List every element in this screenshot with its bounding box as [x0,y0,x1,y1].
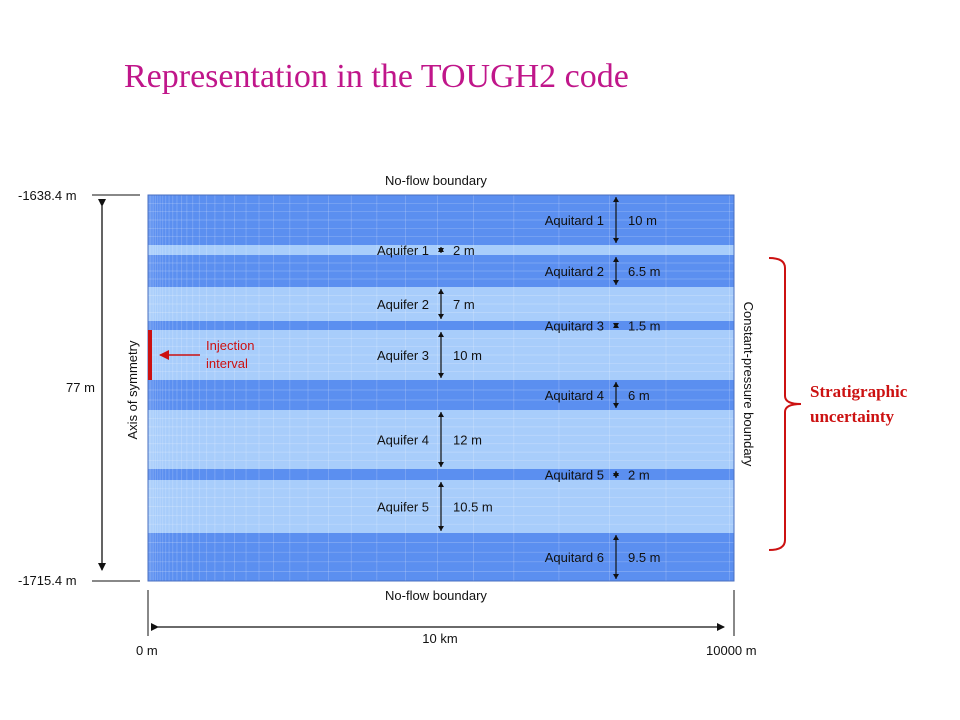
uncertainty-label-line2: uncertainty [810,407,895,426]
aquitard-2-arrowhead [613,280,619,285]
aquitard-5-arrowhead [613,473,619,478]
aquitard-3-thickness-label: 1.5 m [628,319,661,334]
injection-interval-marker [148,330,152,380]
length-label: 10 km [422,631,457,646]
thickness-label: 77 m [66,380,95,395]
uncertainty-bracket [768,257,802,551]
layer-labels: Aquitard 1 10 m Aquifer 1 2 m Aquitard 2 6.5 … [377,197,661,579]
aquitard-4-name-label: Aquitard 4 [545,388,604,403]
aquifer-3-arrowhead [438,373,444,378]
top-depth-label: -1638.4 m [18,188,77,203]
injection-label-line2: interval [206,356,248,371]
aquitard-5-band [148,469,734,480]
aquifer-3-name-label: Aquifer 3 [377,348,429,363]
aquitard-1-arrowhead [613,197,619,202]
left-boundary-label: Axis of symmetry [125,340,140,439]
aquifer-4-name-label: Aquifer 4 [377,433,429,448]
aquifer-5-thickness-label: 10.5 m [453,500,493,515]
aquitard-4-arrowhead [613,403,619,408]
aquitard-4-thickness-label: 6 m [628,388,650,403]
aquitard-6-arrowhead [613,574,619,579]
aquitard-4-arrowhead [613,382,619,387]
aquitard-5-name-label: Aquitard 5 [545,468,604,483]
aquitard-6-arrowhead [613,535,619,540]
bottom-depth-label: -1715.4 m [18,573,77,588]
aquifer-3-arrowhead [438,332,444,337]
bottom-boundary-label: No-flow boundary [385,588,487,603]
aquifer-1-arrowhead [438,248,444,253]
x-end-label: 10000 m [706,643,757,658]
aquitard-4-band [148,380,734,410]
aquitard-2-thickness-label: 6.5 m [628,264,661,279]
aquitard-3-band [148,321,734,330]
aquitard-2-band [148,255,734,287]
aquitard-3-arrowhead [613,323,619,328]
aquifer-2-arrowhead [438,289,444,294]
aquitard-6-name-label: Aquitard 6 [545,550,604,565]
aquifer-5-arrowhead [438,526,444,531]
aquitard-1-name-label: Aquitard 1 [545,213,604,228]
injection-label-line1: Injection [206,338,254,353]
aquifer-2-arrowhead [438,314,444,319]
aquifer-1-thickness-label: 2 m [453,243,475,258]
aquitard-1-arrowhead [613,238,619,243]
aquifer-4-arrowhead [438,462,444,467]
top-boundary-label: No-flow boundary [385,173,487,188]
aquifer-5-name-label: Aquifer 5 [377,500,429,515]
aquitard-1-thickness-label: 10 m [628,213,657,228]
x-start-label: 0 m [136,643,158,658]
aquifer-4-arrowhead [438,412,444,417]
aquifer-2-name-label: Aquifer 2 [377,297,429,312]
aquitard-6-band [148,533,734,581]
uncertainty-label-line1: Stratigraphic [810,382,908,401]
aquitard-5-thickness-label: 2 m [628,468,650,483]
aquitard-2-name-label: Aquitard 2 [545,264,604,279]
aquifer-2-thickness-label: 7 m [453,297,475,312]
aquifer-3-thickness-label: 10 m [453,348,482,363]
aquitard-2-arrowhead [613,257,619,262]
aquifer-1-name-label: Aquifer 1 [377,243,429,258]
aquifer-4-thickness-label: 12 m [453,433,482,448]
right-boundary-label: Constant-pressure boundary [741,302,756,467]
domain-outline [147,194,735,582]
slide-title: Representation in the TOUGH2 code [124,58,629,95]
aquifer-5-arrowhead [438,482,444,487]
aquitard-3-name-label: Aquitard 3 [545,319,604,334]
aquitard-6-thickness-label: 9.5 m [628,550,661,565]
aquitard-1-band [148,195,734,245]
